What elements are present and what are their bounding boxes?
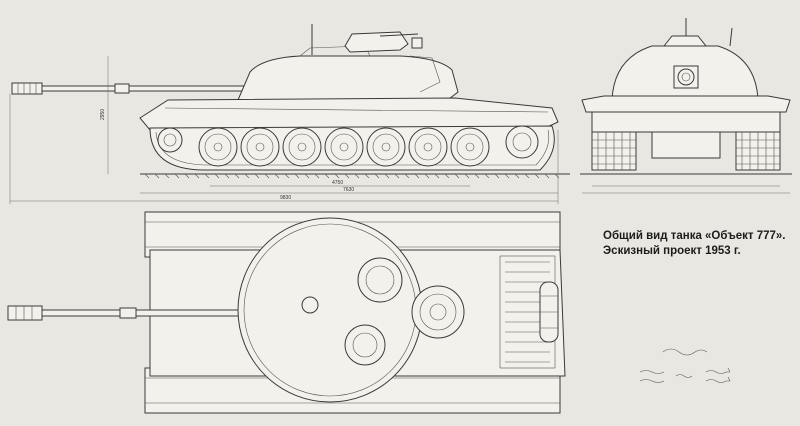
approval-signature xyxy=(662,348,708,356)
drawing-caption: Общий вид танка «Объект 777». Эскизный п… xyxy=(603,229,785,259)
commander-cupola xyxy=(344,31,409,53)
dim-total-length-label: 9830 xyxy=(280,195,291,201)
fume-extractor xyxy=(114,83,130,94)
idler-wheel xyxy=(157,127,183,153)
muzzle-brake xyxy=(11,82,43,95)
mg-mount xyxy=(411,37,423,49)
caption-subtitle: Эскизный проект 1953 г. xyxy=(603,245,741,257)
top-turret xyxy=(237,217,423,403)
dim-hull-length-label: 7630 xyxy=(343,187,354,193)
caption-title: Общий вид танка «Объект 777». xyxy=(603,230,786,242)
front-cupola xyxy=(662,35,708,47)
drive-sprocket xyxy=(505,125,539,159)
road-wheels xyxy=(198,127,490,167)
side-gun-barrel xyxy=(39,85,246,92)
front-view xyxy=(580,18,792,194)
side-dimensions: 2950 4750 7630 9830 xyxy=(9,56,559,204)
side-view: 2950 4750 7630 9830 xyxy=(9,24,570,204)
periscope xyxy=(301,296,319,314)
lower-front-plate xyxy=(651,131,721,159)
turret-ring-detail xyxy=(411,285,465,339)
loader-hatch xyxy=(344,324,386,366)
top-fume-extractor xyxy=(119,307,137,319)
front-fenders xyxy=(581,95,791,113)
commander-hatch xyxy=(357,257,403,303)
side-turret xyxy=(237,55,459,105)
dim-track-base-label: 4750 xyxy=(332,180,343,186)
top-view xyxy=(7,211,566,414)
front-hull xyxy=(591,111,781,133)
top-muzzle-brake xyxy=(7,305,43,321)
signature-block xyxy=(639,348,731,383)
dim-height-label: 2950 xyxy=(100,109,106,120)
side-hull xyxy=(139,97,559,131)
